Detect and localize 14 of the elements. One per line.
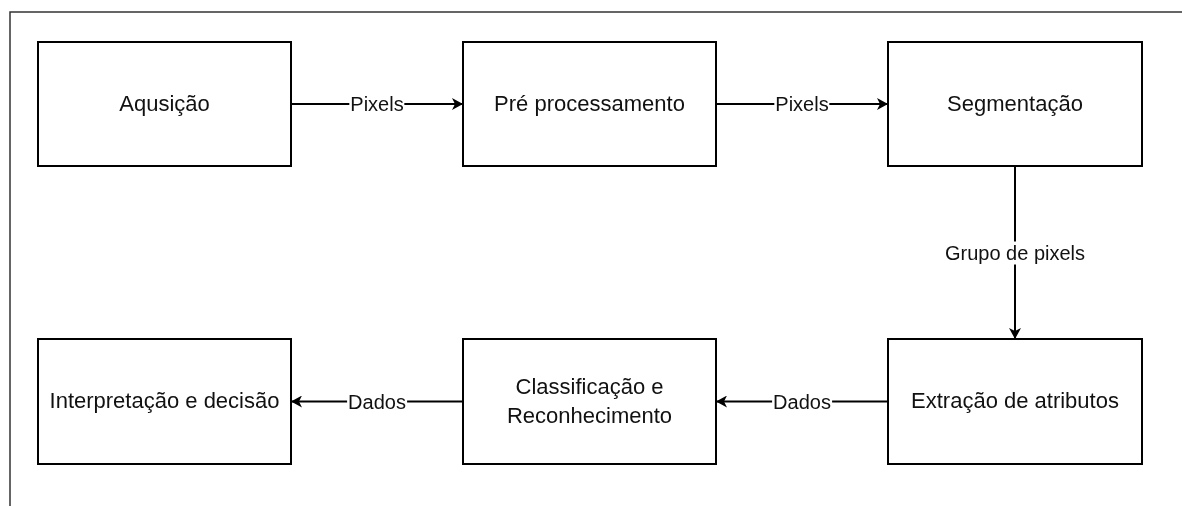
- arrow: [1009, 166, 1021, 339]
- process-box: [37, 41, 292, 167]
- box-label: Segmentação: [947, 89, 1083, 118]
- box-label: Classificação e Reconhecimento: [505, 372, 674, 430]
- process-box: [462, 41, 717, 167]
- box-label: Pré processamento: [494, 89, 685, 118]
- process-box: [887, 41, 1143, 167]
- box-label: Extração de atributos: [911, 387, 1119, 416]
- edge-label: Grupo de pixels: [943, 241, 1087, 265]
- box-label: Aqusição: [119, 89, 210, 118]
- process-box: [887, 338, 1143, 465]
- process-box: [37, 338, 292, 465]
- box-label: Interpretação e decisão: [49, 387, 280, 416]
- process-box: [462, 338, 717, 465]
